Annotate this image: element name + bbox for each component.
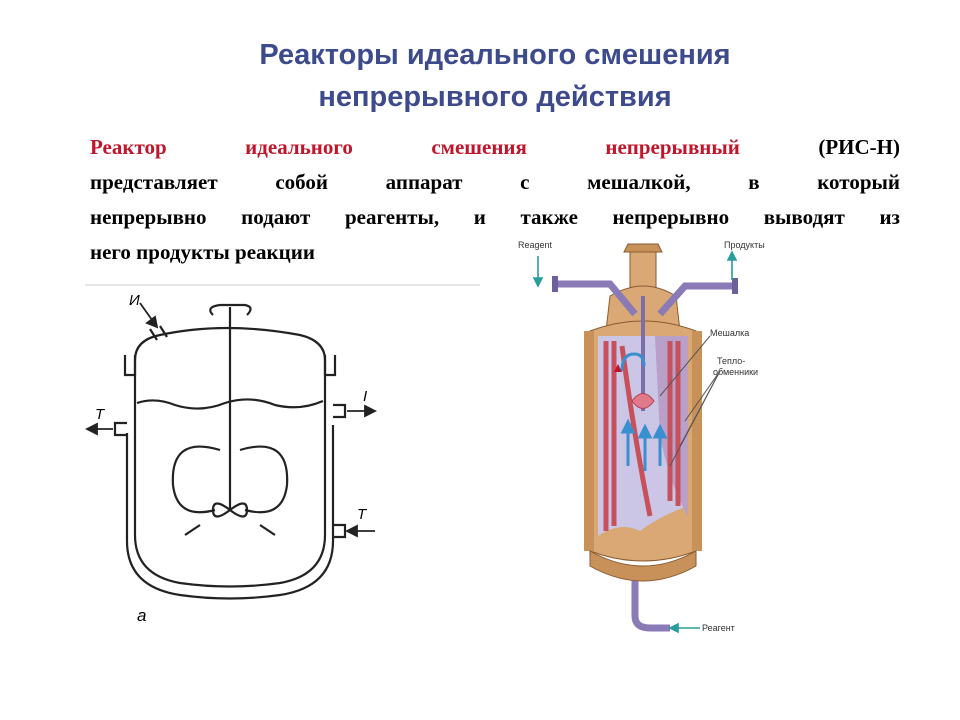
label-reagent-in: Reagent	[518, 240, 553, 250]
label-inlet: И	[129, 292, 140, 309]
label-products: Продукты	[724, 240, 765, 250]
caption-a: а	[137, 606, 146, 625]
definition-abbrev: (РИС-Н)	[818, 135, 900, 159]
definition-line-1: Реактор идеального смешения непрерывный …	[90, 130, 900, 165]
definition-line-4: него продукты реакции	[90, 240, 315, 264]
definition-line-2: представляет собой аппарат с мешалкой, в…	[90, 170, 900, 194]
label-reagent-bottom: Реагент	[702, 623, 735, 633]
slide-title: Реакторы идеального смешения непрерывног…	[90, 34, 900, 118]
label-exchangers-1: Тепло-	[717, 356, 745, 366]
label-exchangers-2: обменники	[713, 367, 758, 377]
definition-paragraph: Реактор идеального смешения непрерывный …	[90, 130, 900, 270]
definition-line-3: непрерывно подают реагенты, и также непр…	[90, 205, 900, 229]
title-line-2: непрерывного действия	[318, 81, 672, 113]
definition-term: Реактор идеального смешения непрерывный	[90, 135, 740, 159]
right-reactor-illustration: Reagent Продукты Мешалка Тепло- обменник…	[518, 240, 765, 634]
left-reactor-schematic: И Т I Т а	[84, 284, 480, 625]
label-right-bottom: Т	[357, 506, 368, 523]
label-right-top: I	[363, 388, 367, 405]
label-out-left: Т	[95, 406, 106, 423]
label-mixer: Мешалка	[710, 328, 749, 338]
title-line-1: Реакторы идеального смешения	[259, 39, 731, 71]
